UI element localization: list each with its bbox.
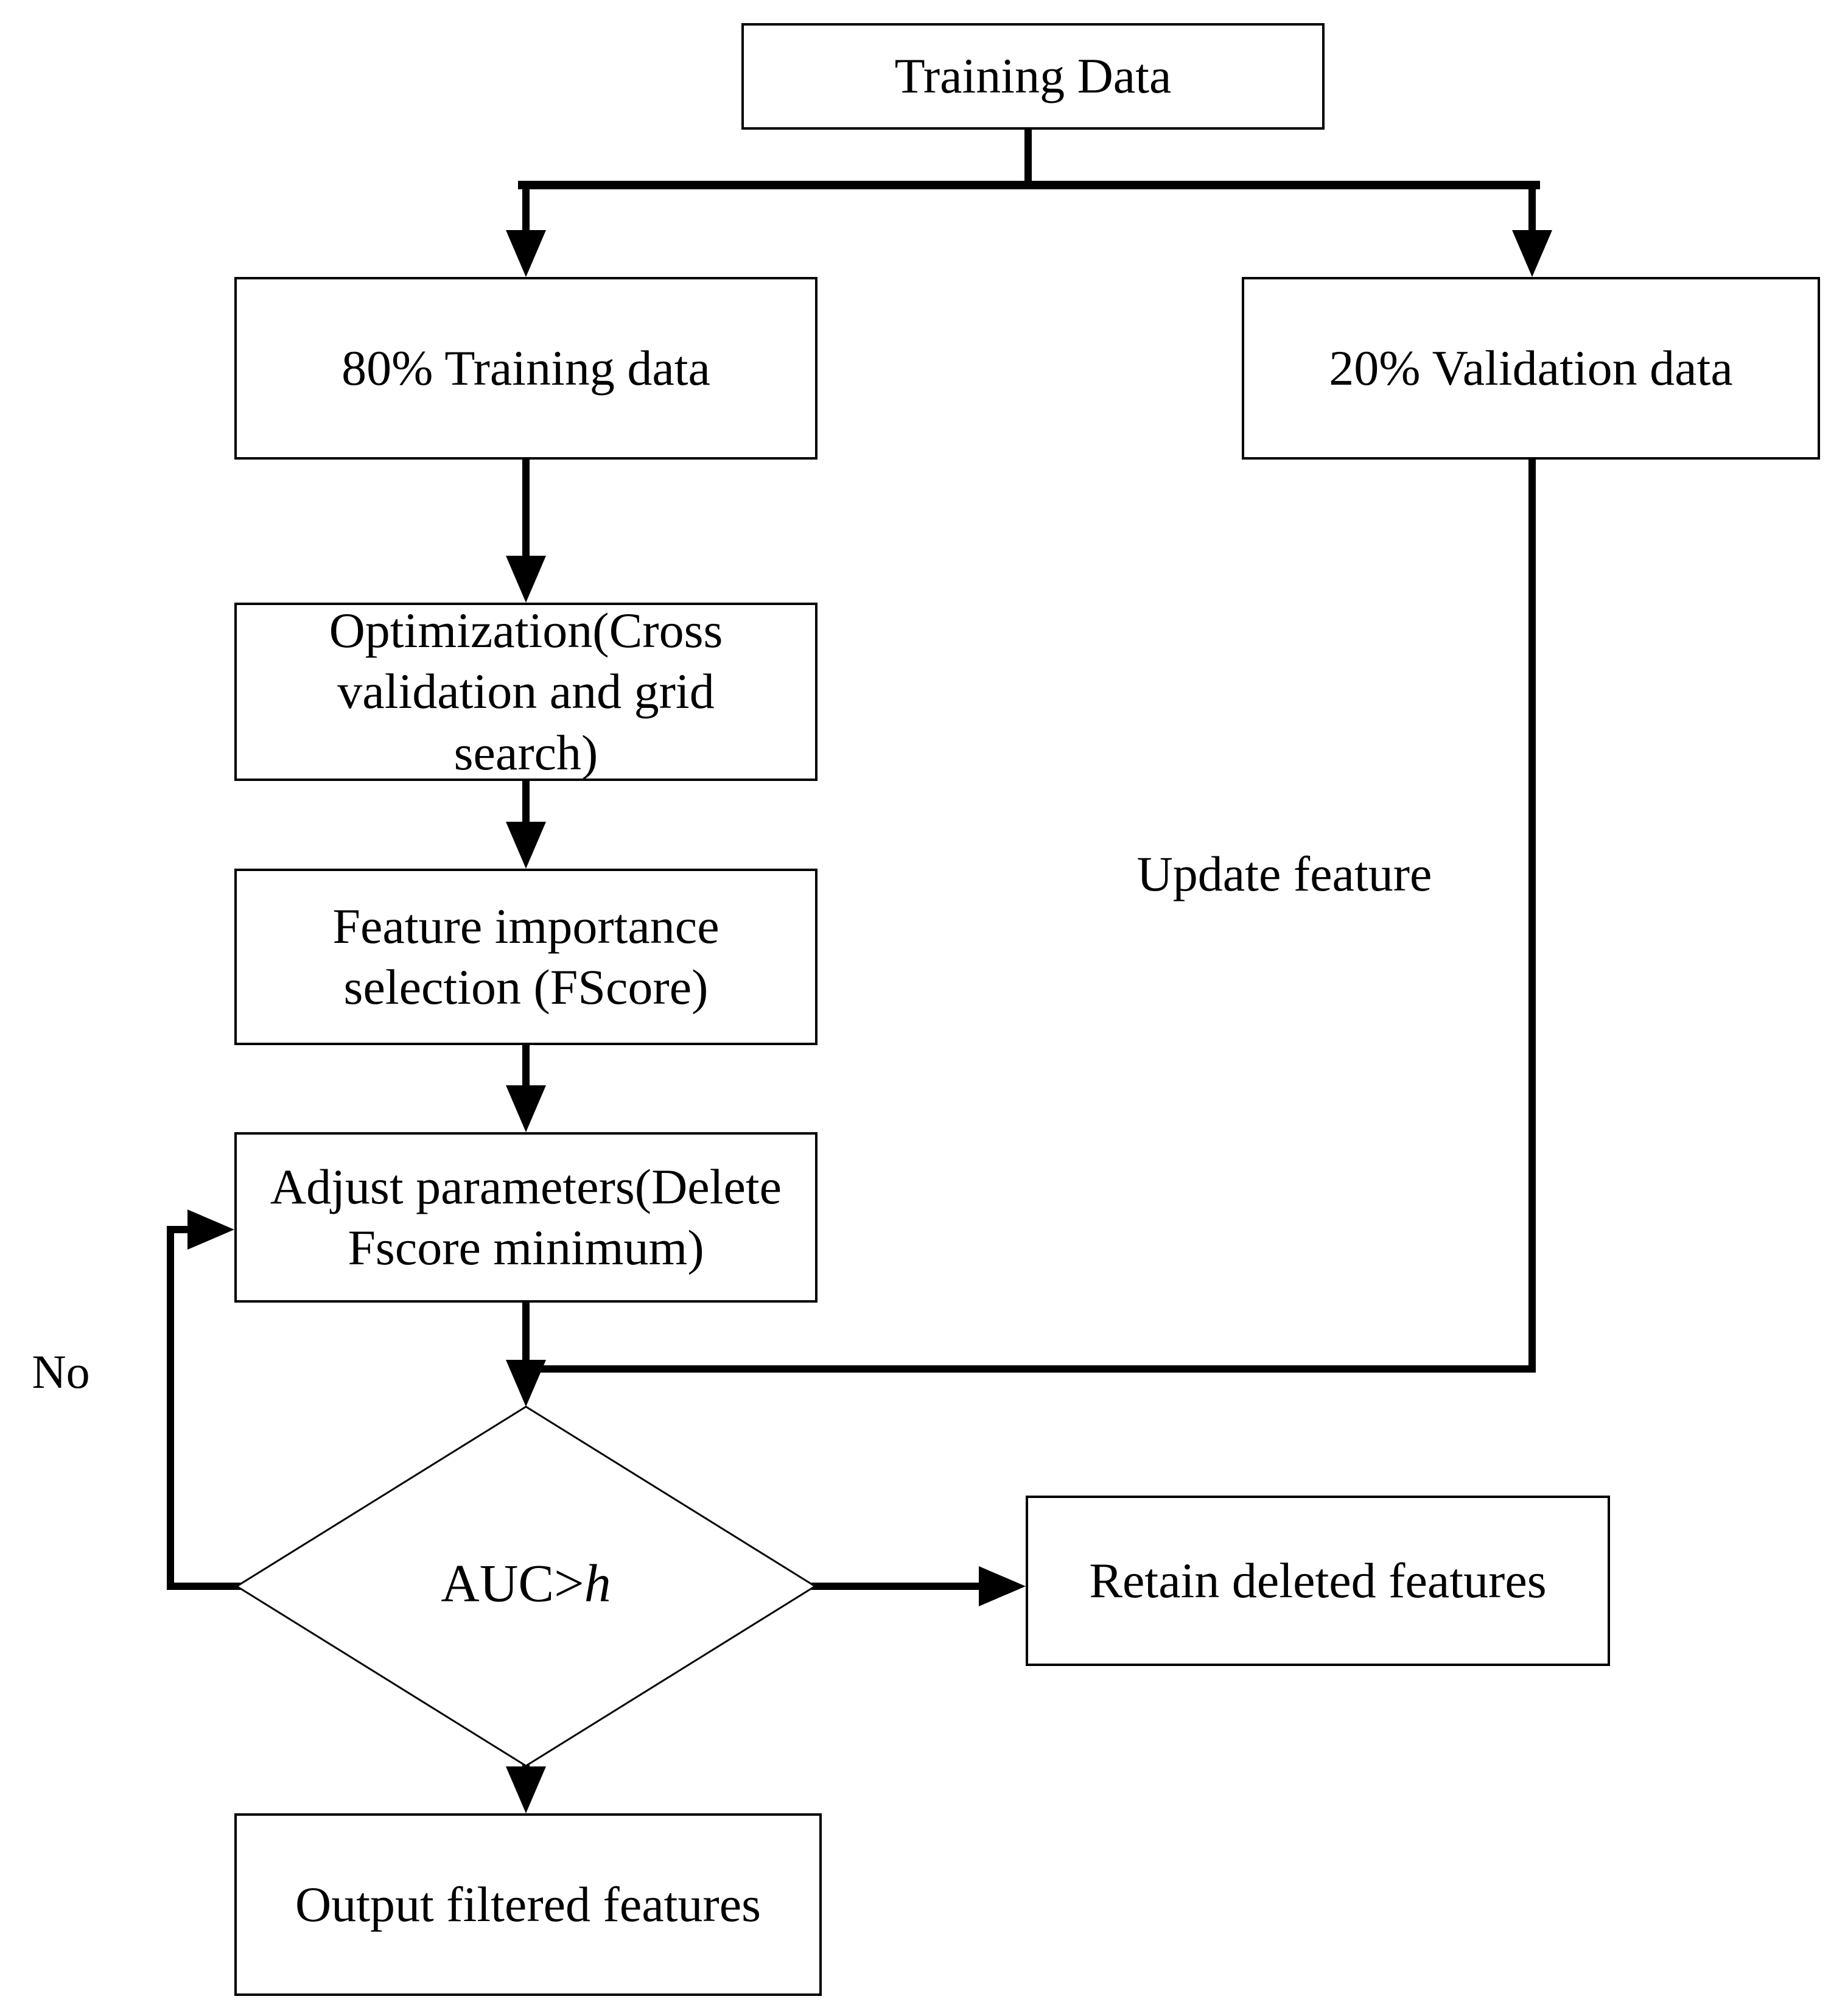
node-adjust-parameters: Adjust parameters(Delete Fscore minimum) — [234, 1132, 817, 1303]
arrowhead-into-training80 — [506, 230, 546, 277]
decision-label-variable: h — [584, 1554, 611, 1614]
node-output-filtered-features: Output filtered features — [234, 1813, 822, 1996]
decision-label-prefix: AUC> — [441, 1554, 584, 1614]
edge-label-no: No — [32, 1345, 90, 1398]
arrowhead-into-decision — [506, 1360, 546, 1407]
arrowhead-into-output — [506, 1766, 546, 1813]
arrowhead-into-retain — [979, 1566, 1026, 1606]
node-training-data: Training Data — [741, 23, 1325, 130]
decision-label-auc: AUC>h — [441, 1553, 611, 1615]
arrowhead-into-featureimportance — [506, 822, 546, 869]
decision-diamond — [235, 1405, 817, 1767]
node-80-training-data: 80% Training data — [234, 277, 817, 460]
node-optimization: Optimization(Cross validation and grid s… — [234, 603, 817, 781]
edge-label-update-feature: Update feature — [1136, 846, 1432, 901]
arrowhead-into-adjust — [506, 1085, 546, 1132]
arrowhead-noloop-into-adjust — [187, 1209, 234, 1250]
arrowhead-into-validation20 — [1512, 230, 1552, 277]
arrowhead-into-optimization — [506, 556, 546, 603]
node-20-validation-data: 20% Validation data — [1242, 277, 1820, 460]
node-feature-importance-selection: Feature importance selection (FScore) — [234, 869, 817, 1045]
node-retain-deleted-features: Retain deleted features — [1026, 1496, 1610, 1666]
